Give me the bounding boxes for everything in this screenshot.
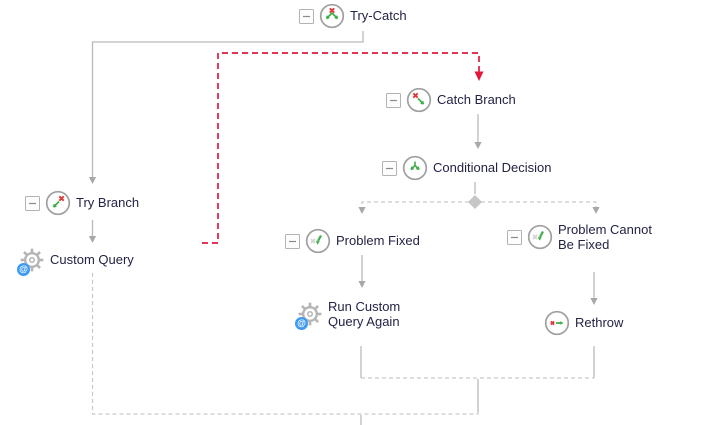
node-label: Catch Branch xyxy=(437,92,516,108)
node-label: Rethrow xyxy=(575,315,624,331)
at-badge-icon: @ xyxy=(17,263,30,276)
catch-branch-icon xyxy=(406,87,432,113)
node-label: Try Branch xyxy=(76,195,140,211)
rethrow-icon xyxy=(544,310,570,336)
edge-customquery-bottom xyxy=(91,273,479,415)
custom-query-gear-icon: @ xyxy=(295,301,323,331)
node-custom-query[interactable]: @ Custom Query xyxy=(17,247,134,276)
error-arrowhead xyxy=(474,71,484,81)
select-branch-icon xyxy=(305,228,331,254)
at-badge-icon: @ xyxy=(295,317,308,331)
collapse-toggle-icon[interactable] xyxy=(507,229,522,245)
custom-query-gear-icon: @ xyxy=(17,247,45,276)
node-try-catch[interactable]: Try-Catch xyxy=(299,3,407,29)
try-catch-icon xyxy=(319,3,345,29)
edge-diamond-right xyxy=(481,201,597,207)
node-label: Custom Query xyxy=(50,252,134,268)
decision-diamond xyxy=(468,195,482,209)
node-label: Problem Cannot Be Fixed xyxy=(558,222,652,253)
collapse-toggle-icon[interactable] xyxy=(386,92,401,108)
gray-arrowheads xyxy=(88,142,600,305)
select-branch-icon xyxy=(527,224,553,250)
conditional-decision-icon xyxy=(402,155,428,181)
node-rethrow[interactable]: Rethrow xyxy=(544,310,623,336)
node-label: Run Custom Query Again xyxy=(328,299,401,330)
node-run-custom-query-again[interactable]: @ Run Custom Query Again xyxy=(295,299,414,331)
edge-diamond-left xyxy=(361,201,469,207)
node-label: Try-Catch xyxy=(350,8,407,24)
try-branch-icon xyxy=(45,190,71,216)
edge-trycatch-to-trybranch xyxy=(91,31,364,177)
collapse-toggle-icon[interactable] xyxy=(25,195,40,211)
collapse-toggle-icon[interactable] xyxy=(299,8,314,24)
node-label: Problem Fixed xyxy=(336,233,420,249)
node-label: Conditional Decision xyxy=(433,160,552,176)
node-catch-branch[interactable]: Catch Branch xyxy=(386,87,516,113)
node-problem-cannot-be-fixed[interactable]: Problem Cannot Be Fixed xyxy=(507,222,658,253)
node-problem-fixed[interactable]: Problem Fixed xyxy=(285,228,420,254)
collapse-toggle-icon[interactable] xyxy=(285,233,300,249)
node-conditional-decision[interactable]: Conditional Decision xyxy=(382,155,552,181)
edge-error-flow xyxy=(202,52,480,244)
node-try-branch[interactable]: Try Branch xyxy=(25,190,139,216)
collapse-toggle-icon[interactable] xyxy=(382,160,397,176)
